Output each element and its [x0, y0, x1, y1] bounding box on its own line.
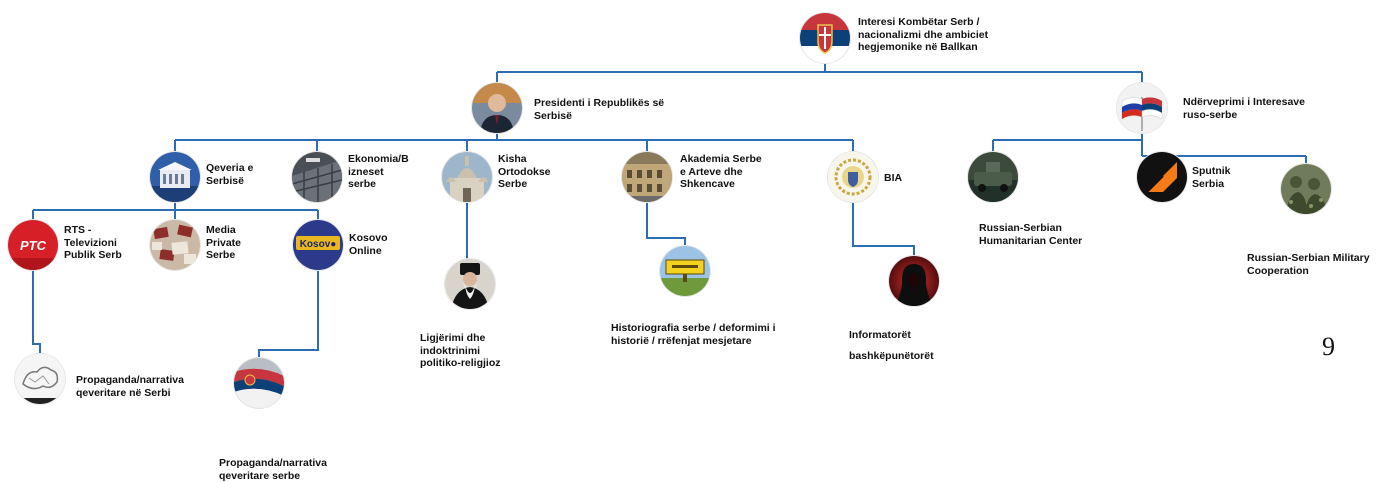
node-label-kosovo-online: Kosovo Online [349, 232, 388, 257]
node-label-president: Presidenti i Republikës së Serbisë [534, 97, 665, 122]
node-label-propaganda-gov: Propaganda/narrativa qeveritare në Serbi [76, 374, 184, 399]
serbia-coat-of-arms-icon [800, 13, 850, 63]
node-label-academy: Akademia Serbe e Arteve dhe Shkencave [680, 153, 762, 190]
kosovo-online-logo-text: Kosov● [300, 239, 337, 250]
sputnik-logo-icon [1137, 152, 1187, 202]
serbian-flag-propaganda-icon [234, 358, 284, 408]
node-label-bia: BIA [884, 172, 903, 184]
newspapers-icon [150, 220, 200, 270]
humanitarian-center-icon [968, 152, 1018, 202]
orthodox-priest-icon [445, 259, 495, 309]
historiography-sign-icon [660, 246, 710, 296]
node-label-humanitarian: Russian-Serbian Humanitarian Center [979, 222, 1083, 247]
bia-emblem-icon [828, 152, 878, 202]
conn-bia-to-informants [852, 202, 915, 256]
node-label-government: Qeveria e Serbisë [206, 162, 254, 187]
node-label-religion: Ligjërimi dhe indoktrinimi politiko-reli… [420, 332, 501, 369]
node-label-church: Kisha Ortodokse Serbe [498, 153, 551, 190]
rts-logo-icon: PTC [8, 220, 58, 270]
svg-text:PTC: PTC [20, 238, 47, 253]
propaganda-map-icon [15, 354, 65, 404]
conn-rts-to-propaganda [32, 270, 41, 354]
russia-serbia-flags-icon [1117, 83, 1167, 133]
conn-academy-to-historiography [646, 202, 686, 246]
conn-kosovo-to-propaganda [258, 270, 319, 358]
node-label-russia-interests: Ndërveprimi i Interesave ruso-serbe [1183, 96, 1305, 121]
business-building-icon [292, 152, 342, 202]
node-label-media: Media Private Serbe [206, 224, 242, 261]
node-label-rts: RTS - Televizioni Publik Serb [64, 224, 122, 261]
orthodox-church-icon [442, 152, 492, 202]
node-label-historiography: Historiografia serbe / deformimi i histo… [611, 322, 776, 347]
node-label-propaganda-serb: Propaganda/narrativa qeveritare serbe [219, 457, 327, 482]
node-label-informants: Informatorët bashkëpunëtorët [849, 329, 934, 362]
hooded-figure-icon [889, 256, 939, 306]
kosovo-online-logo-icon: Kosov● [293, 220, 343, 270]
military-soldiers-icon [1281, 164, 1331, 214]
node-label-military: Russian-Serbian Military Cooperation [1247, 252, 1370, 277]
president-portrait-icon [472, 83, 522, 133]
page-number: 9 [1322, 332, 1335, 361]
academy-building-icon [622, 152, 672, 202]
node-label-root: Interesi Kombëtar Serb / nacionalizmi dh… [858, 16, 989, 53]
node-label-sputnik: Sputnik Serbia [1192, 165, 1231, 190]
node-label-economy: Ekonomia/B izneset serbe [348, 153, 409, 190]
government-building-icon [150, 152, 200, 202]
